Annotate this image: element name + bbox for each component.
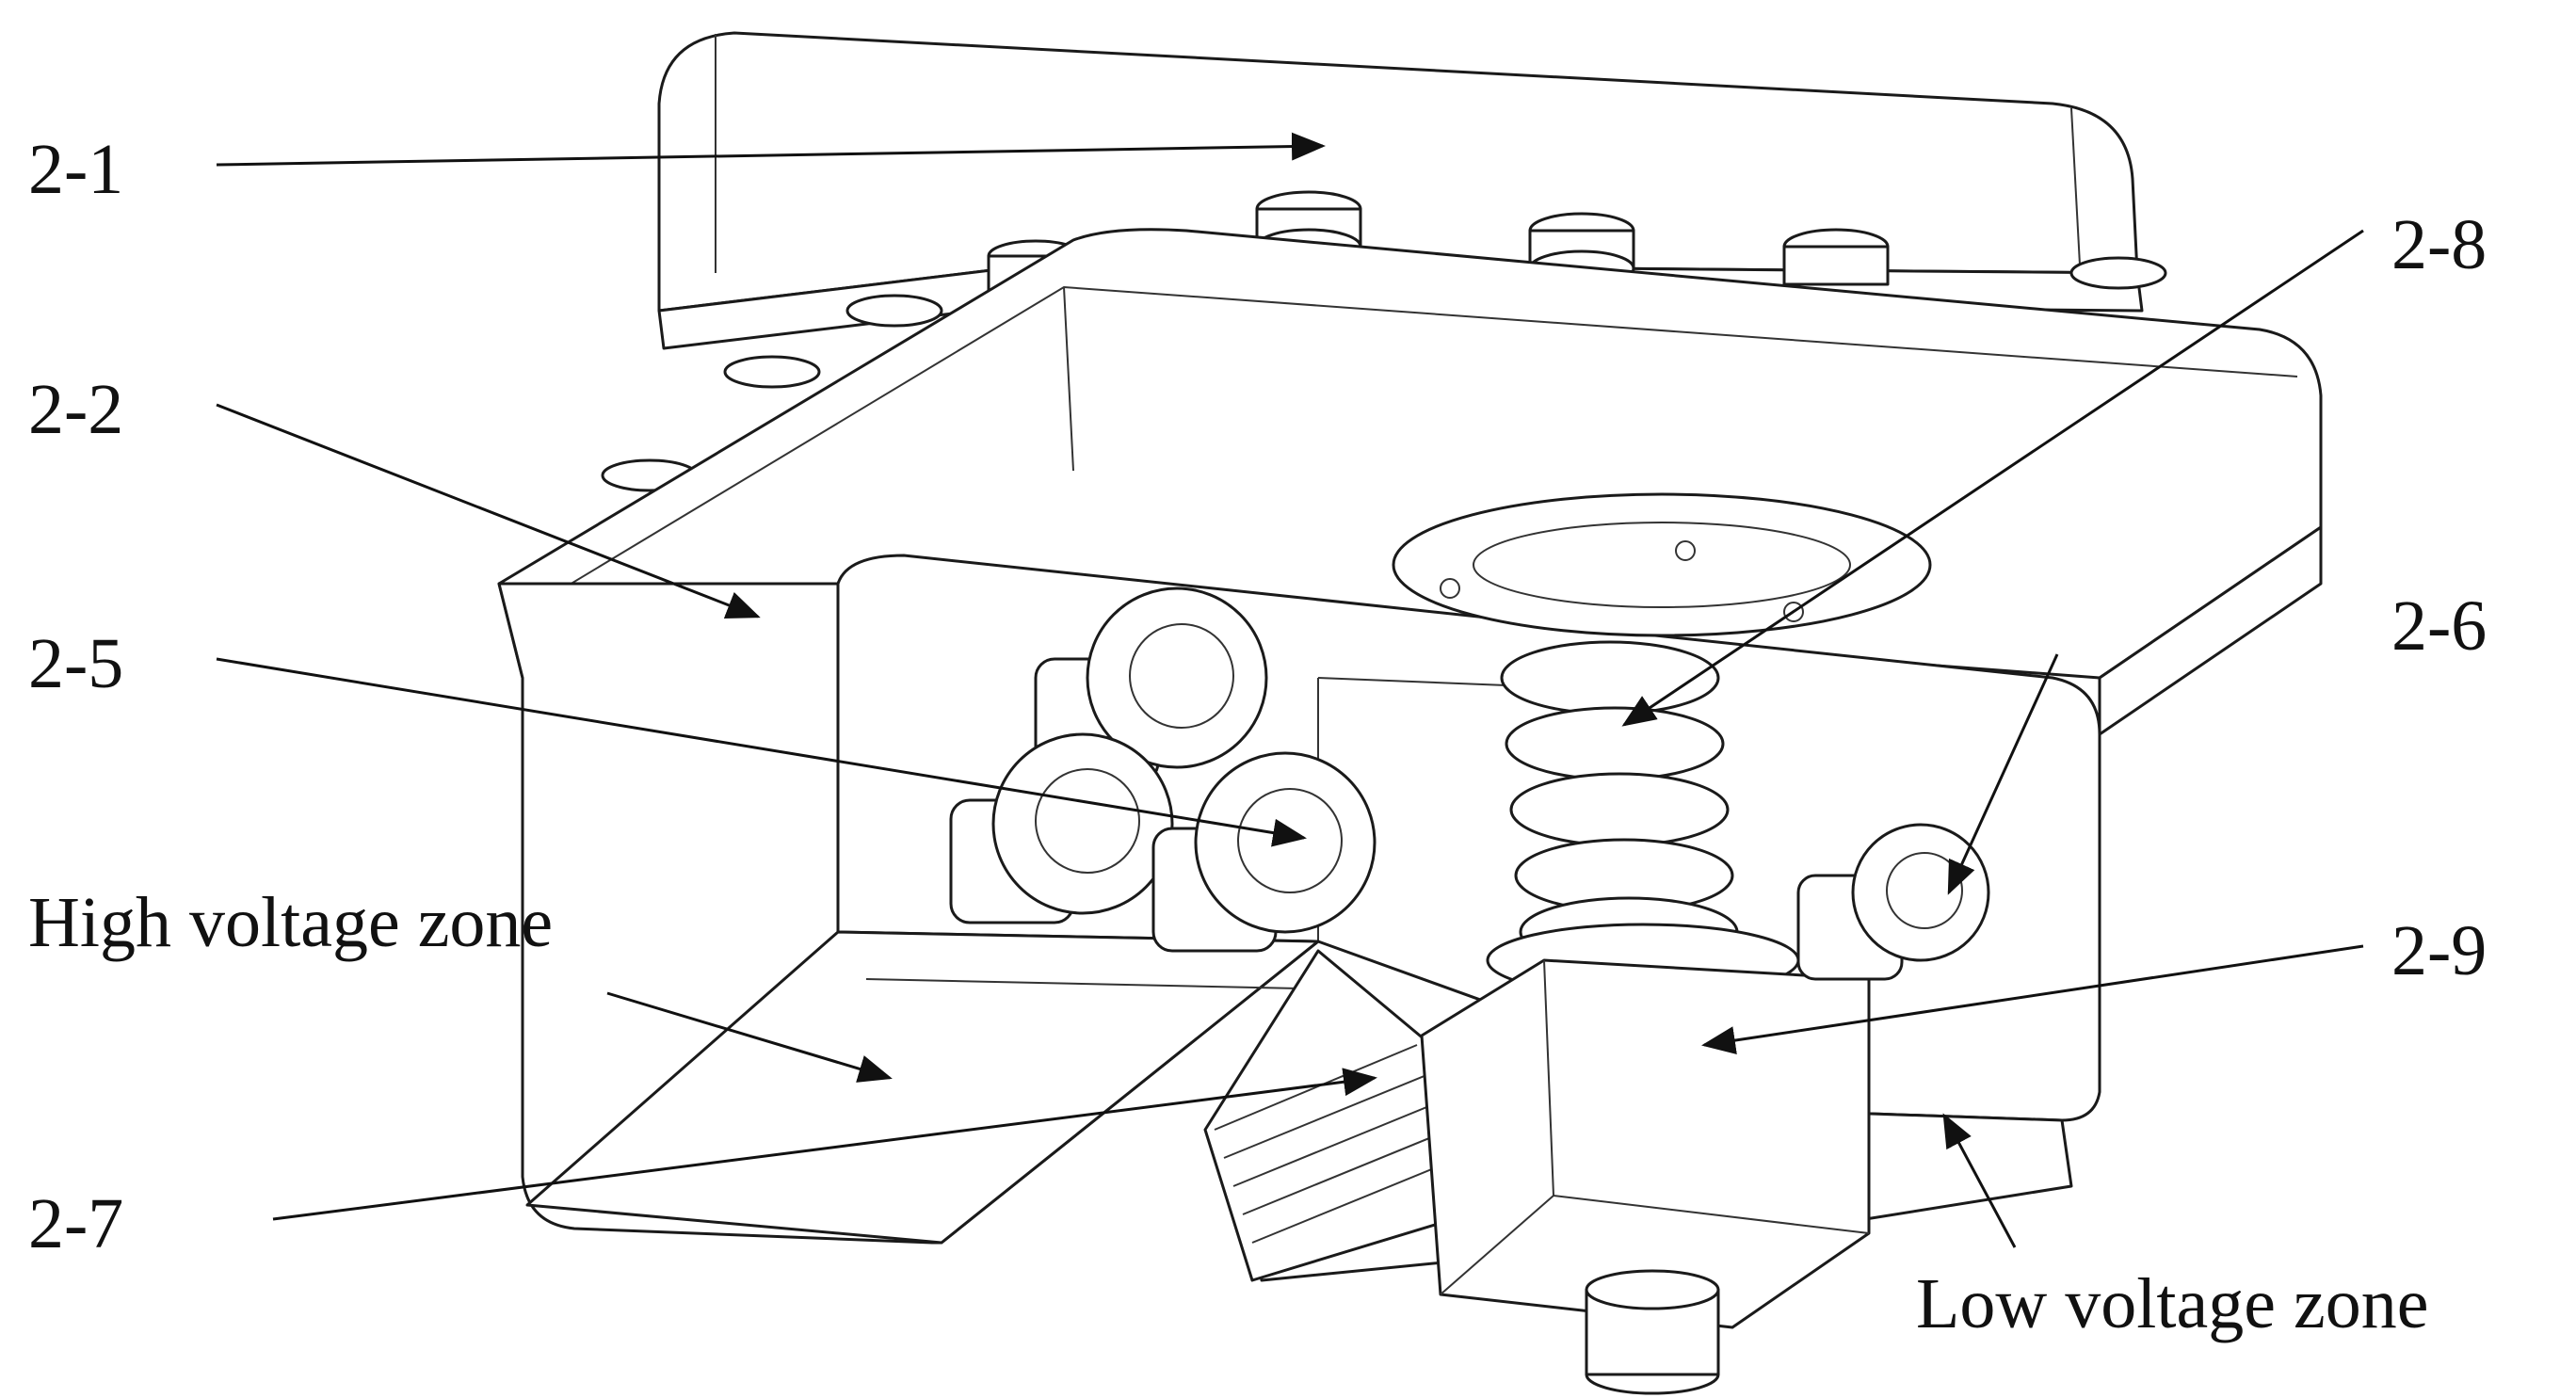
leader-2-5 [216, 657, 1307, 847]
label-2-1: 2-1 [28, 130, 123, 209]
leader-2-6 [1947, 653, 2059, 895]
label-2-6: 2-6 [2391, 587, 2487, 666]
leader-2-2 [216, 403, 761, 619]
callout-labels: 2-1 2-2 2-5 2-6 2-7 2-8 2-9 High voltage… [28, 130, 2487, 1343]
leader-2-7 [272, 1068, 1377, 1221]
label-2-2: 2-2 [28, 370, 123, 449]
leader-low-zone [1942, 1113, 2017, 1248]
spring-coils [1500, 640, 1739, 968]
label-2-7: 2-7 [28, 1184, 123, 1263]
leader-2-1 [216, 132, 1326, 167]
leader-2-9 [1701, 944, 2364, 1054]
leader-lines [216, 132, 2364, 1248]
label-2-8: 2-8 [2391, 205, 2487, 284]
label-low-voltage-zone: Low voltage zone [1916, 1264, 2428, 1343]
cable-glands-hv [949, 587, 1377, 953]
label-2-9: 2-9 [2391, 911, 2487, 990]
contact-block [1420, 958, 1871, 1395]
bellows [1203, 949, 1471, 1282]
label-2-5: 2-5 [28, 624, 123, 703]
label-high-voltage-zone: High voltage zone [28, 883, 553, 962]
leader-high-zone [606, 991, 893, 1083]
leader-2-8 [1621, 229, 2364, 727]
